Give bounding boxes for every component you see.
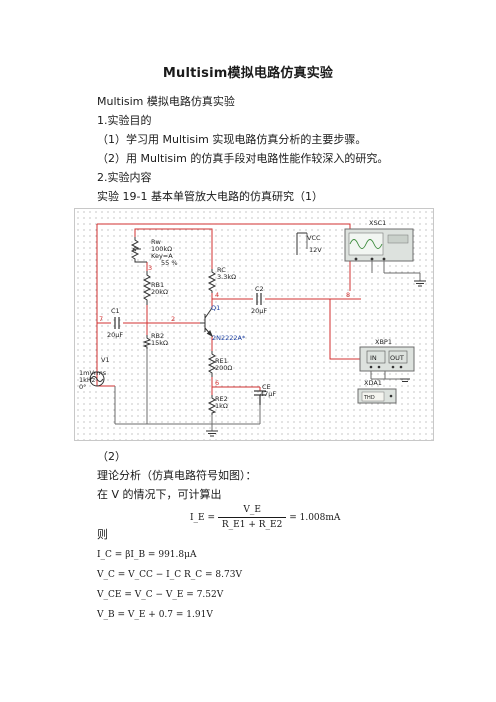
node-label-7: 7: [99, 315, 103, 323]
rc-value: 3.3kΩ: [217, 273, 236, 281]
xsc1-name: XSC1: [369, 219, 386, 227]
node-label-8: 8: [346, 291, 350, 299]
circuit-schematic: Rw 100kΩ Key=A 55 % RB1 20kΩ RB2 15kΩ RC…: [74, 208, 434, 441]
transistor-q1: [200, 307, 213, 338]
rb2-value: 15kΩ: [151, 339, 168, 347]
vcc-name: VCC: [307, 234, 321, 242]
schematic-wires: [96, 223, 361, 395]
node-label-2: 2: [171, 315, 175, 323]
rb1-name: RB1: [151, 281, 164, 289]
v1-amplitude: 1mVrms: [79, 369, 107, 377]
potentiometer-rw: [130, 237, 147, 263]
formula-ie: I_E = V_E R_E1 + R_E2 = 1.008mA: [190, 503, 340, 532]
oscilloscope-xsc1: [344, 228, 414, 262]
ac-source-v1: [89, 371, 105, 387]
section-heading-content: 2.实验内容: [97, 171, 152, 184]
section-heading-purpose: 1.实验目的: [97, 114, 152, 127]
bode-out-label: OUT: [390, 354, 404, 362]
bode-plotter-xbp1: [359, 346, 415, 372]
schematic-drawing: Rw 100kΩ Key=A 55 % RB1 20kΩ RB2 15kΩ RC…: [79, 219, 426, 437]
re1-value: 200Ω: [215, 364, 232, 372]
formula-ie-denominator: R_E1 + R_E2: [221, 520, 283, 530]
vcc-source: [296, 232, 307, 255]
v1-name: V1: [101, 356, 110, 364]
ground-symbols: [206, 280, 426, 437]
c2-name: C2: [255, 285, 264, 293]
ce-value: 47μF: [260, 390, 276, 398]
document-title: Multisim模拟电路仿真实验: [162, 66, 334, 81]
experiment-heading: 实验 19-1 基本单管放大电路的仿真研究（1）: [97, 190, 323, 203]
purpose-item-2: （2）用 Multisim 的仿真手段对电路性能作较深入的研究。: [97, 152, 389, 165]
part-2-label: （2）: [97, 450, 126, 463]
node-label-6: 6: [215, 379, 219, 387]
xbp1-name: XBP1: [375, 338, 392, 346]
formula-ie-numerator: V_E: [217, 503, 287, 518]
rb1-value: 20kΩ: [151, 288, 168, 296]
subtitle: Multisim 模拟电路仿真实验: [97, 95, 235, 108]
ce-name: CE: [262, 383, 271, 391]
q1-model: 2N2222A*: [212, 334, 246, 342]
resistor-re1: [207, 351, 217, 377]
distortion-analyzer-xda1: [357, 388, 397, 404]
condition-text: 在 V 的情况下，可计算出: [97, 488, 222, 501]
analysis-heading: 理论分析（仿真电路符号如图）：: [97, 469, 257, 482]
formula-vc: V_C = V_CC − I_C R_C = 8.73V: [97, 570, 242, 580]
re2-name: RE2: [215, 395, 228, 403]
resistor-rb1: [142, 271, 152, 305]
bode-in-label: IN: [370, 354, 377, 362]
formula-ic: I_C = βI_B = 991.8μA: [97, 550, 197, 560]
rb2-name: RB2: [151, 332, 164, 340]
rc-name: RC: [217, 266, 226, 274]
c1-value: 20μF: [107, 331, 123, 339]
re1-name: RE1: [215, 357, 228, 365]
rw-percent: 55 %: [161, 259, 178, 267]
formula-ie-rhs: = 1.008mA: [289, 513, 341, 523]
node-label-3: 3: [148, 264, 152, 272]
capacitor-ce: [254, 390, 266, 405]
resistor-rc: [207, 269, 217, 293]
purpose-item-1: （1）学习用 Multisim 实现电路仿真分析的主要步骤。: [97, 133, 367, 146]
v1-phase: 0°: [79, 383, 86, 391]
resistor-re2: [207, 395, 217, 415]
formula-vce: V_CE = V_C − V_E = 7.52V: [97, 590, 224, 600]
xda1-screen-text: THD: [363, 395, 375, 401]
rw-key: Key=A: [151, 252, 173, 260]
node-label-4: 4: [215, 291, 219, 299]
then-text: 则: [97, 528, 108, 541]
rw-name: Rw: [151, 238, 162, 246]
capacitor-c2: [256, 293, 262, 305]
xda1-name: XDA1: [364, 379, 382, 387]
rw-value: 100kΩ: [151, 245, 172, 253]
schematic-labels: Rw 100kΩ Key=A 55 % RB1 20kΩ RB2 15kΩ RC…: [79, 219, 404, 410]
capacitor-c1: [114, 317, 120, 329]
q1-name: Q1: [211, 304, 220, 312]
resistor-rb2: [142, 335, 152, 349]
vcc-value: 12V: [309, 246, 322, 254]
c2-value: 20μF: [251, 307, 267, 315]
v1-frequency: 1kHz: [79, 376, 96, 384]
re2-value: 1kΩ: [215, 402, 228, 410]
formula-ie-lhs: I_E =: [190, 513, 216, 523]
formula-vb: V_B = V_E + 0.7 = 1.91V: [97, 610, 213, 620]
c1-name: C1: [111, 307, 120, 315]
schematic-gray-wires: [114, 232, 421, 431]
formula-ie-fraction: V_E R_E1 + R_E2: [217, 503, 287, 532]
